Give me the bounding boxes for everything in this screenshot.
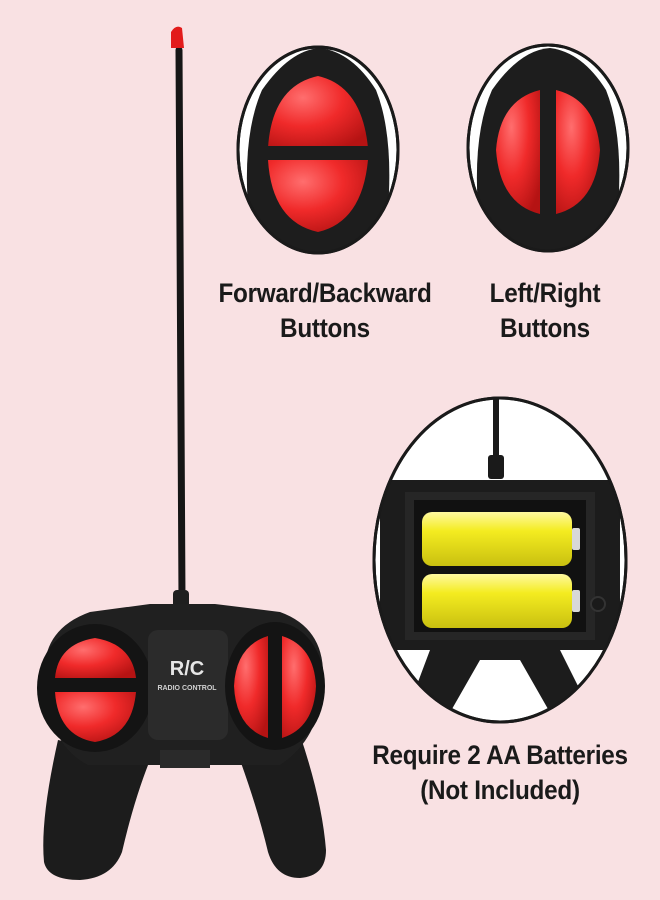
- caption-line: (Not Included): [420, 775, 580, 805]
- forward-backward-caption: Forward/Backward Buttons: [213, 276, 438, 346]
- aa-battery: [422, 512, 580, 566]
- zoom-forward-backward: [236, 45, 400, 255]
- left-button[interactable]: [234, 636, 268, 738]
- caption-line: Left/Right: [489, 278, 601, 308]
- zoom-forward-button: [268, 76, 368, 148]
- antenna: [171, 26, 189, 612]
- zoom-battery-compartment: [372, 396, 628, 724]
- left-right-caption: Left/Right Buttons: [455, 276, 635, 346]
- radio-control-label: RADIO CONTROL: [157, 685, 217, 692]
- zoom-right-button: [556, 90, 600, 214]
- left-grip: [43, 740, 150, 880]
- right-button[interactable]: [282, 636, 316, 738]
- antenna-tip: [171, 26, 184, 48]
- caption-line: Require 2 AA Batteries: [372, 740, 628, 770]
- batteries-caption: Require 2 AA Batteries (Not Included): [361, 738, 640, 808]
- forward-backward-button-pair[interactable]: [55, 638, 136, 742]
- backward-button[interactable]: [55, 692, 136, 742]
- aa-battery: [422, 574, 580, 628]
- right-grip: [240, 735, 326, 878]
- zoom-backward-button: [268, 160, 368, 232]
- zoom-left-right: [466, 43, 630, 253]
- caption-line: Buttons: [280, 313, 370, 343]
- forward-button[interactable]: [55, 638, 136, 678]
- remote-controller: R/C RADIO CONTROL: [37, 604, 326, 880]
- caption-line: Forward/Backward: [218, 278, 432, 308]
- caption-line: Buttons: [500, 313, 590, 343]
- zoom-left-button: [496, 90, 540, 214]
- rc-badge: R/C: [170, 658, 204, 680]
- left-right-button-pair[interactable]: [234, 636, 316, 738]
